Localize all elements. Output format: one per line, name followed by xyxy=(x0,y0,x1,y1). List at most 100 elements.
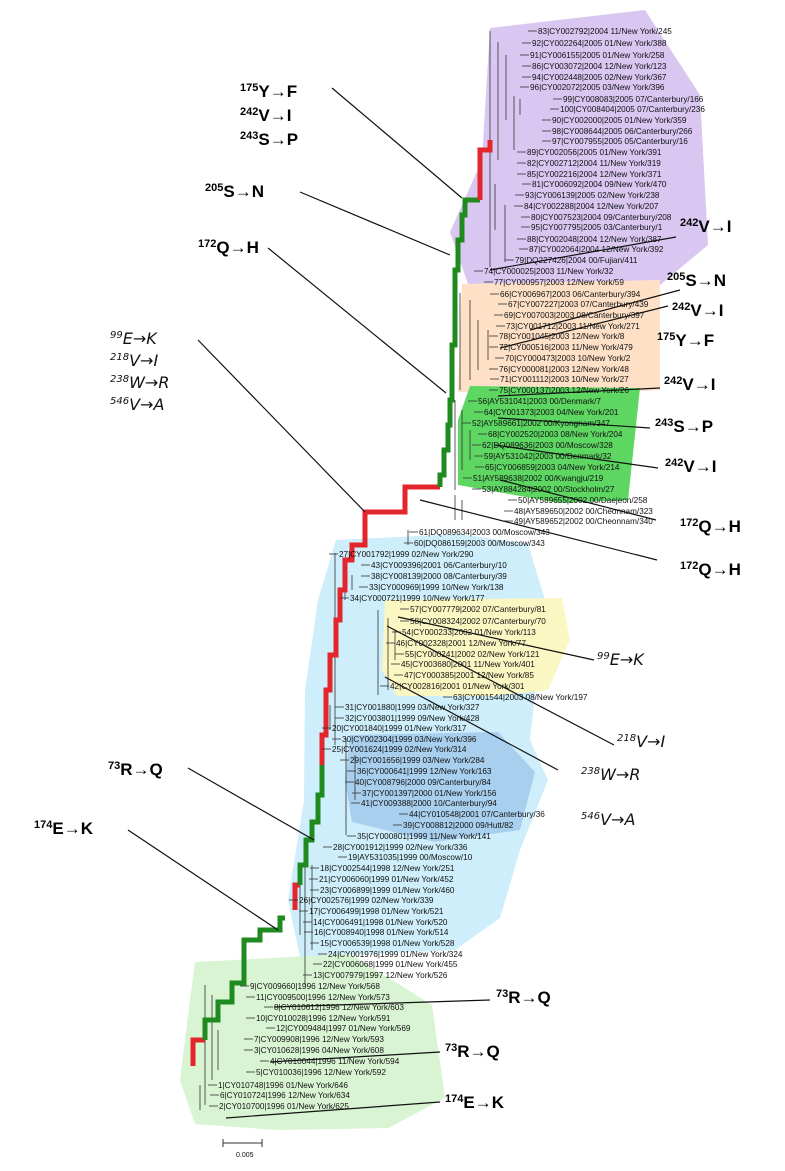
leaf-label: 2|CY010700|1996 01/New York/625 xyxy=(219,1102,349,1111)
mutation-label: 242V→I xyxy=(664,375,715,394)
mutation-label: 99E→K xyxy=(597,650,645,669)
leaf-label: 32|CY003801|1999 09/New York/428 xyxy=(345,714,480,723)
leaf-label: 48|AY589650|2002 00/Cheonnam/323 xyxy=(514,507,653,516)
leaf-label: 33|CY000969|1999 10/New York/138 xyxy=(369,583,504,592)
leaf-label: 12|CY009484|1997 01/New York/569 xyxy=(276,1024,411,1033)
clade-green xyxy=(458,386,640,503)
leaf-label: 46|CY002328|2001 12/New York/77 xyxy=(396,639,526,648)
leaf-label: 94|CY002448|2005 02/New York/367 xyxy=(532,73,667,82)
mutation-pointer xyxy=(386,625,615,746)
clade-lightgreen xyxy=(180,954,445,1130)
mutation-pointer xyxy=(331,87,463,199)
leaf-label: 22|CY006068|1999 01/New York/455 xyxy=(323,960,458,969)
mutation-pointer xyxy=(273,999,491,1008)
mutation-pointer xyxy=(267,247,447,394)
leaf-label: 76|CY000081|2003 12/New York/48 xyxy=(499,365,629,374)
leaf-label: 57|CY007779|2002 07/Canterbury/81 xyxy=(410,605,546,614)
leaf-label: 79|DQ227426|2004 00/Fujian/411 xyxy=(515,256,638,265)
mutation-label: 172Q→H xyxy=(680,517,741,536)
leaf-label: 27|CY001792|1999 02/New York/290 xyxy=(339,550,474,559)
leaf-label: 89|CY002056|2005 01/New York/391 xyxy=(527,148,662,157)
leaf-label: 67|CY007227|2003 07/Canterbury/439 xyxy=(508,300,649,309)
leaf-label: 65|CY006859|2003 04/New York/214 xyxy=(485,463,620,472)
leaf-label: 41|CY009388|2000 10/Canterbury/94 xyxy=(361,799,497,808)
mutation-pointer-lines xyxy=(127,87,681,1119)
leaf-label: 1|CY010748|1996 01/New York/646 xyxy=(218,1081,348,1090)
leaf-label: 59|AY531042|2003 00/Denmark/32 xyxy=(484,452,612,461)
clade-highlights xyxy=(180,10,708,1130)
mutation-label: 172Q→H xyxy=(198,238,259,257)
mutation-pointer xyxy=(489,236,677,271)
leaf-label: 74|CY000025|2003 11/New York/32 xyxy=(484,267,614,276)
mutation-label: 175Y→F xyxy=(240,82,297,101)
leaf-label: 95|CY007795|2005 03/Canterbury/1 xyxy=(531,223,663,232)
mutation-label: 243S→P xyxy=(655,417,713,436)
leaf-label: 10|CY010028|1996 12/New York/591 xyxy=(256,1014,391,1023)
leaf-label: 51|AY589638|2002 00/Kwangju/219 xyxy=(473,474,604,483)
clade-yellow xyxy=(382,598,570,696)
leaf-label: 31|CY001880|1999 03/New York/327 xyxy=(345,703,480,712)
leaf-label: 36|CY000641|1999 12/New York/163 xyxy=(357,767,492,776)
mutation-pointer xyxy=(497,417,651,429)
leaf-label: 97|CY007955|2005 05/Canterbury/16 xyxy=(552,137,688,146)
leaf-label: 84|CY002288|2004 12/New York/207 xyxy=(524,202,659,211)
leaf-label: 3|CY010628|1996 04/New York/608 xyxy=(254,1046,384,1055)
mutation-label: 73R→Q xyxy=(445,1042,500,1061)
mutation-pointer xyxy=(269,1051,441,1063)
mutation-label: 174E→K xyxy=(445,1093,505,1112)
mutation-pointer xyxy=(197,339,366,513)
mutation-label: 242V→I xyxy=(240,106,291,125)
mutation-pointer xyxy=(299,191,451,256)
leaf-label: 45|CY003680|2001 11/New York/401 xyxy=(401,660,535,669)
leaf-label: 37|CY001397|2000 01/New York/156 xyxy=(362,789,497,798)
leaf-label: 30|CY002304|1999 03/New York/396 xyxy=(342,735,477,744)
leaf-label: 88|CY002048|2004 12/New York/387 xyxy=(527,235,662,244)
leaf-label: 56|AY531041|2003 00/Denmark/7 xyxy=(478,397,601,406)
mutation-label: 175Y→F xyxy=(657,331,714,350)
leaf-label: 25|CY001624|1999 02/New York/314 xyxy=(332,745,467,754)
leaf-label: 50|AY589655|2002 00/Daejeon/258 xyxy=(518,496,648,505)
leaf-label: 86|CY003072|2004 12/New York/123 xyxy=(532,62,667,71)
leaf-label: 90|CY002000|2005 01/New York/359 xyxy=(552,116,687,125)
leaf-label: 35|CY000801|1999 11/New York/141 xyxy=(357,832,491,841)
leaf-label: 96|CY002072|2005 03/New York/396 xyxy=(530,83,665,92)
mutation-label: 242V→I xyxy=(672,301,723,320)
leaf-label: 60|DQ086159|2003 00/Moscow/343 xyxy=(414,539,545,548)
leaf-label: 23|CY006899|1999 01/New York/460 xyxy=(320,886,455,895)
leaf-label: 52|AY589661|2002 00/Kyongnam/347 xyxy=(472,419,610,428)
leaf-label: 49|AY589652|2002 00/Cheonnam/340 xyxy=(514,517,653,526)
mutation-pointer xyxy=(397,616,595,661)
leaf-label: 17|CY006499|1998 01/New York/521 xyxy=(309,907,444,916)
mutation-label: 73R→Q xyxy=(496,988,551,1007)
mutation-label: 172Q→H xyxy=(680,560,741,579)
leaf-label: 70|CY000473|2003 10/New York/2 xyxy=(505,354,631,363)
mutation-pointer xyxy=(225,1101,441,1119)
scale-bar: 0.005 xyxy=(222,1139,263,1159)
leaf-label: 5|CY010036|1996 12/New York/592 xyxy=(256,1068,386,1077)
leaf-label: 24|CY001976|1999 01/New York/324 xyxy=(328,950,463,959)
leaf-label: 7|CY009908|1996 12/New York/593 xyxy=(254,1035,384,1044)
leaf-label: 75|CY000137|2003 12/New York/26 xyxy=(499,386,629,395)
mutation-label: 242V→I xyxy=(665,457,716,476)
mutation-pointer xyxy=(497,387,661,397)
leaf-label: 63|CY001544|2003 08/New York/197 xyxy=(453,693,588,702)
leaf-label: 68|CY002520|2003 08/New York/204 xyxy=(488,430,623,439)
leaf-label: 82|CY002712|2004 11/New York/319 xyxy=(527,159,661,168)
leaf-label: 100|CY008404|2005 07/Canterbury/236 xyxy=(560,105,705,114)
leaf-label: 61|DQ089634|2003 00/Moscow/343 xyxy=(419,528,550,537)
mutation-label: 238W→R xyxy=(110,373,169,392)
mutation-label: 218V→I xyxy=(617,732,665,751)
leaf-label: 53|AY884284|2002 00/Stockholm/27 xyxy=(482,485,615,494)
leaf-label: 9|CY009660|1996 12/New York/568 xyxy=(250,982,380,991)
mutation-label: 546V→A xyxy=(110,395,164,414)
mutation-pointer xyxy=(494,444,659,469)
mutation-label: 546V→A xyxy=(581,810,635,829)
leaf-label: 44|CY010548|2001 07/Canterbury/36 xyxy=(409,810,545,819)
scale-bar-label: 0.005 xyxy=(236,1152,254,1159)
leaf-label: 43|CY009396|2001 06/Canterbury/10 xyxy=(371,561,507,570)
leaf-label: 62|DQ089636|2003 00/Moscow/328 xyxy=(482,441,613,450)
leaf-label: 99|CY008083|2005 07/Canterbury/166 xyxy=(563,95,704,104)
leaf-label: 72|CY000516|2003 11/New York/479 xyxy=(499,343,633,352)
leaf-label: 85|CY002216|2004 12/New York/371 xyxy=(527,170,662,179)
mutation-pointer xyxy=(499,305,669,349)
